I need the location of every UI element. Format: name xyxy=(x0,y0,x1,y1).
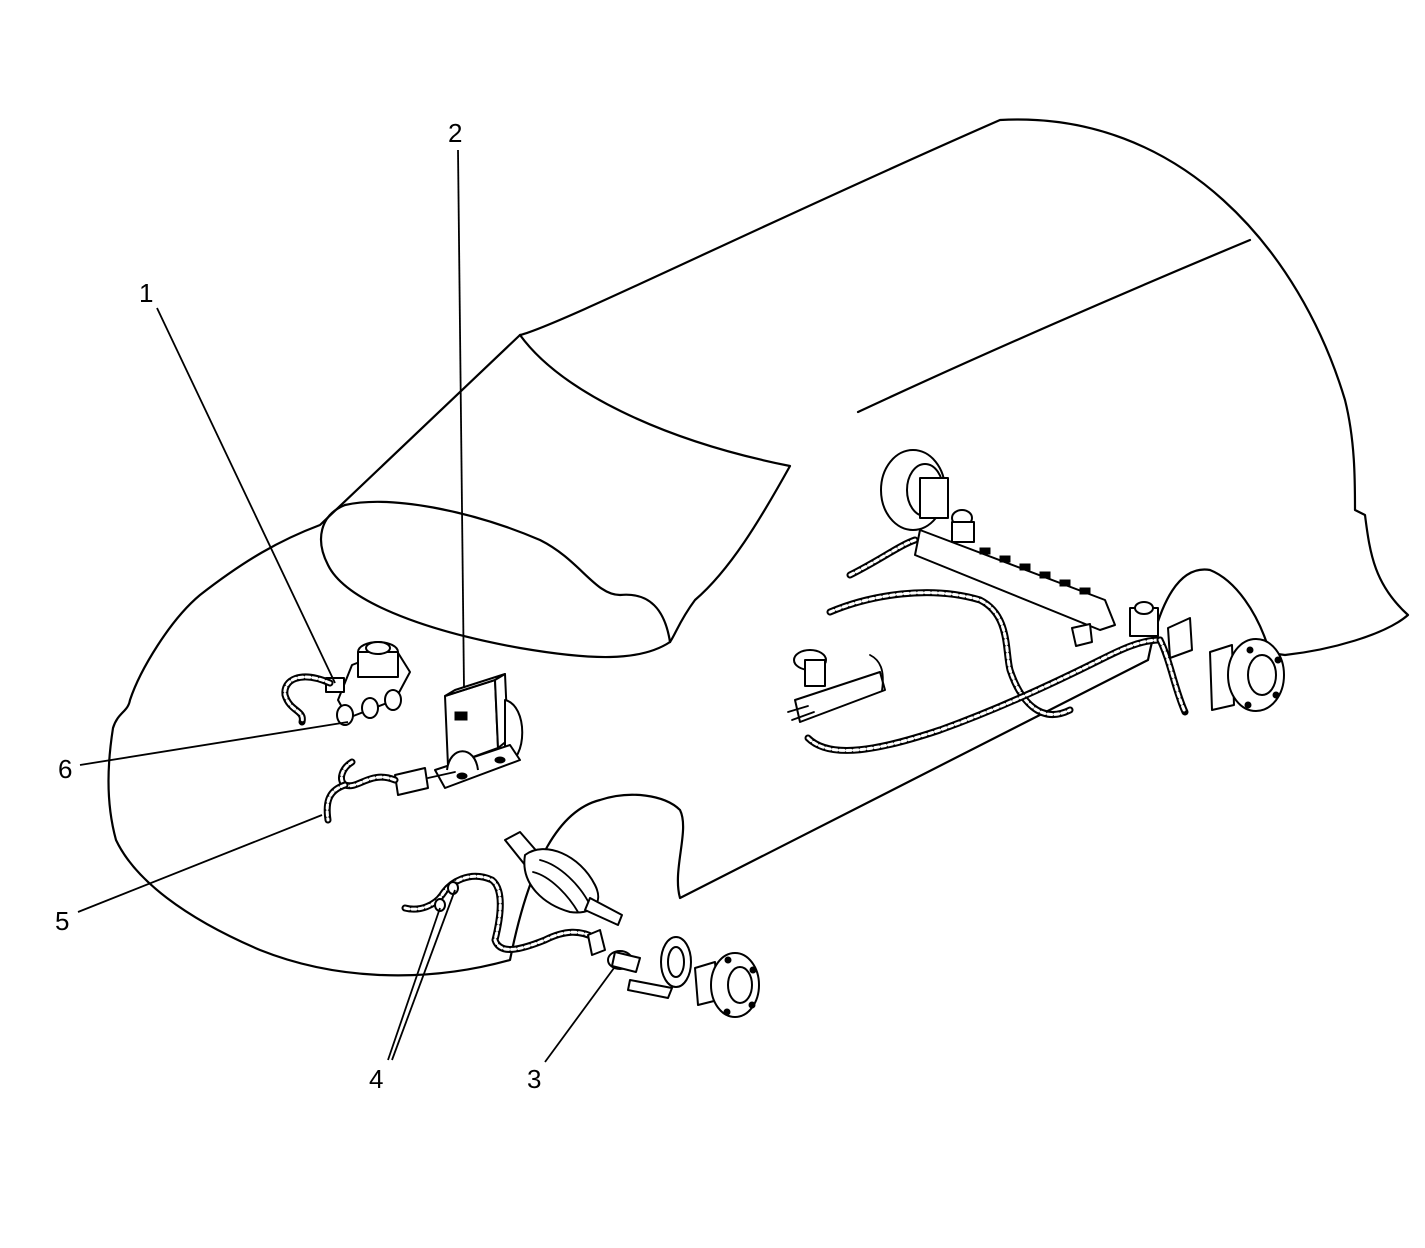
front-drive-axle xyxy=(504,831,623,926)
master-cylinder-assembly xyxy=(325,641,411,726)
callout-labels: 1 2 3 4 5 6 xyxy=(55,118,541,1094)
ebcm-bpmv-assembly xyxy=(434,673,524,789)
rear-axle-assembly xyxy=(787,449,1285,723)
callout-2: 2 xyxy=(448,118,462,148)
leader-5 xyxy=(77,814,323,913)
front-wheel-speed-sensor xyxy=(587,929,641,973)
leader-lines xyxy=(77,149,615,1063)
leader-3 xyxy=(544,967,615,1063)
front-wheel-speed-sensor-harness xyxy=(401,872,599,953)
ebcm-harness-connector xyxy=(323,758,456,824)
vehicle-outline xyxy=(107,118,1410,977)
fluid-level-switch-harness xyxy=(281,673,334,726)
leader-2 xyxy=(457,149,465,689)
front-hub-bearing xyxy=(627,936,760,1018)
callout-5: 5 xyxy=(55,906,69,936)
leader-4a xyxy=(387,907,441,1061)
callout-4: 4 xyxy=(369,1064,383,1094)
leader-1 xyxy=(156,307,336,684)
rear-wheel-speed-sensor-harness xyxy=(804,536,1189,754)
callout-3: 3 xyxy=(527,1064,541,1094)
leader-4b xyxy=(391,889,456,1061)
leader-6 xyxy=(79,721,349,766)
callout-6: 6 xyxy=(58,754,72,784)
callout-1: 1 xyxy=(139,278,153,308)
